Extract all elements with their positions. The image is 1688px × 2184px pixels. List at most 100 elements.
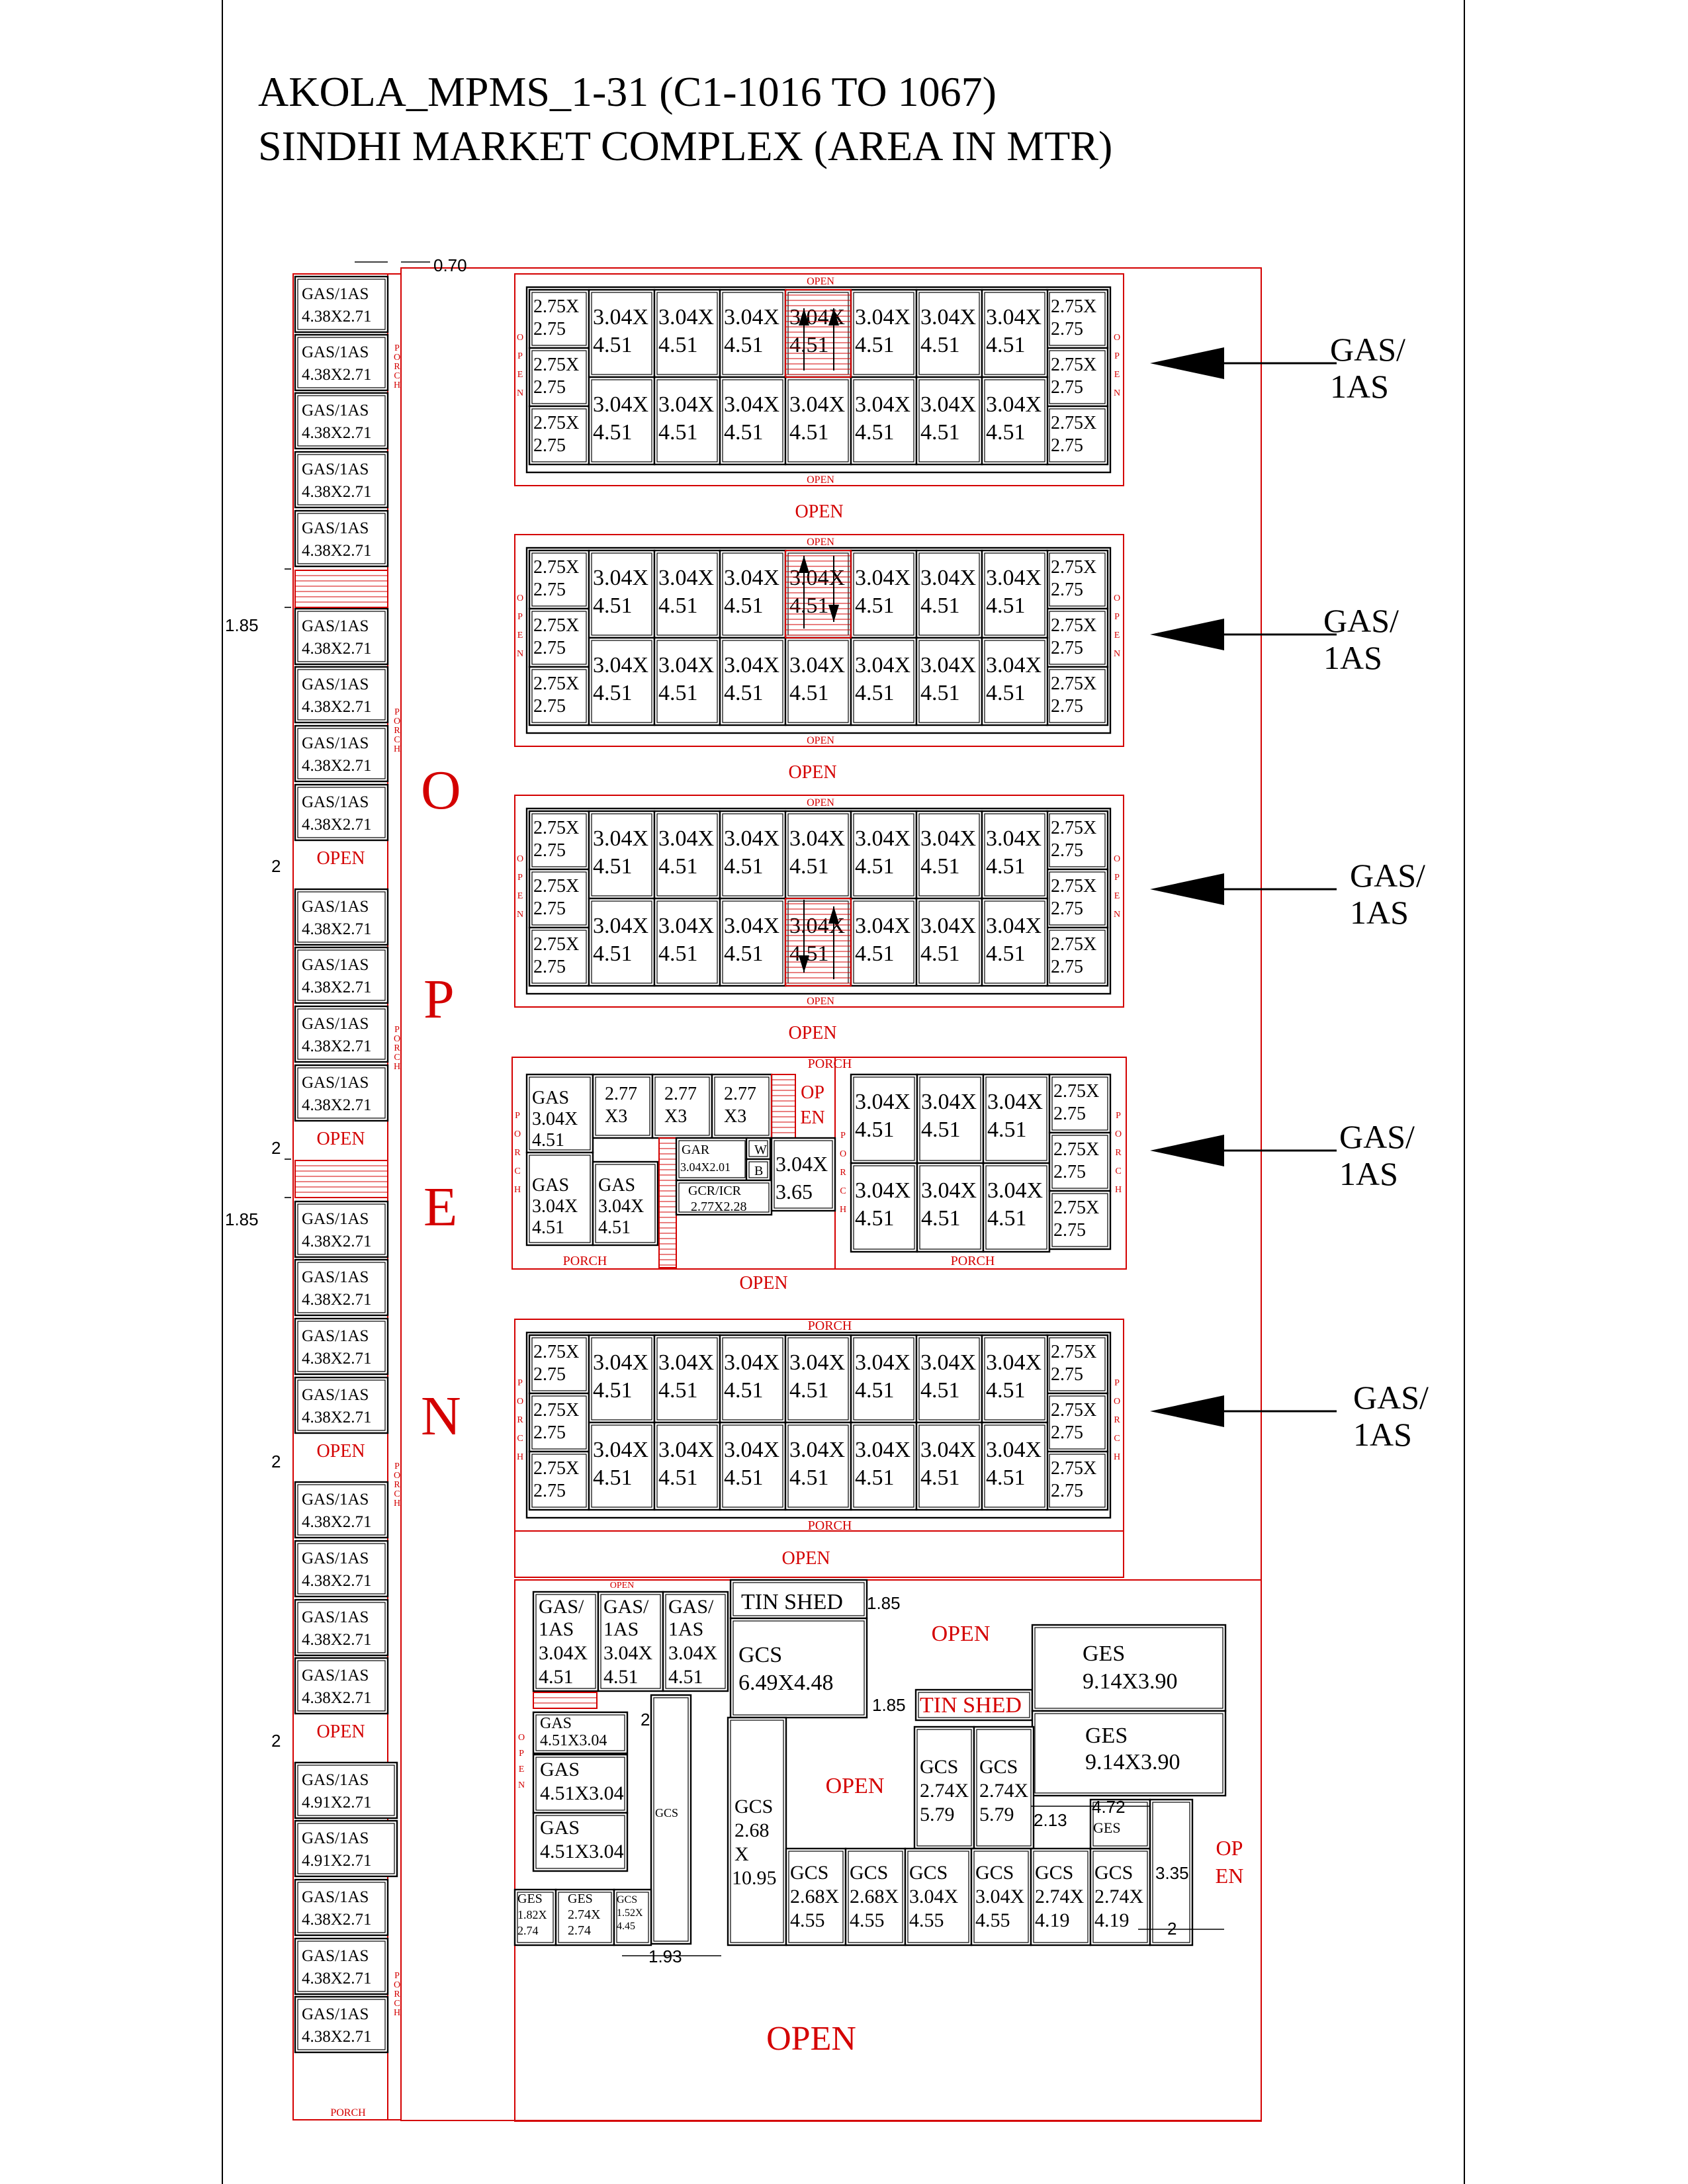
ges-cell [1031,1710,1227,1797]
open-vertical-letter: O [518,1733,525,1743]
porch-vertical-letter: R [394,1480,400,1490]
marker-arrowhead [1150,1135,1224,1166]
left-strip-outline [292,273,402,2120]
block-outline [514,534,1124,747]
porch-vertical-letter: H [1114,1452,1120,1462]
shop-block-3: 2.75X2.752.75X2.752.75X2.752.75X2.752.75… [514,795,1124,1008]
left-shop-dim: 4.38X2.71 [302,1970,372,1987]
shop-cell-inner [591,640,652,723]
left-shop-dim: 4.38X2.71 [302,1291,372,1309]
porch-vertical-letter: P [515,1111,520,1121]
gas-1as-line3: 3.04X [668,1642,718,1664]
b-label: B [754,1164,763,1178]
room-277-cell [592,1073,654,1139]
shop-dim-b: 2.75 [1053,1104,1086,1124]
left-shop-type: GAS/1AS [302,1888,369,1906]
left-shop-type: GAS/1AS [302,2005,369,2023]
shop-dim-b: 4.51 [658,1465,698,1490]
open-vertical-letter: O [517,593,523,603]
ges-dim-a: 1.82X [517,1908,547,1921]
open-vertical-letter: P [1114,612,1120,622]
porch-vertical-letter: O [514,1129,521,1139]
shop-304-cell [850,636,918,726]
shop-cell-inner [297,669,386,721]
shop-dim-b: 4.51 [855,420,895,445]
open-gap-label: OPEN [788,1023,836,1043]
shop-dim-b: 2.75 [1051,319,1083,339]
gcs-579-cell [913,1725,975,1850]
shop-dim-a: 3.04X [986,392,1042,417]
porch-vertical-letter: O [394,1034,400,1044]
shop-304-cell [784,636,852,726]
porch-vertical-letter: P [517,1378,523,1388]
shop-dim-b: 2.75 [1053,1220,1086,1241]
shop-304-cell [850,897,918,987]
shop-304-cell [982,1162,1051,1253]
tin-shed-red-label: TIN SHED [920,1693,1022,1718]
gas-1as-marker-bottom: 1AS [1353,1416,1412,1453]
open-vertical-letter: N [1114,649,1120,659]
ges-dim-a: 2.74X [568,1907,601,1922]
shop-cell-inner [984,1337,1045,1420]
shop-cell-inner [918,1692,1030,1718]
gcs-label: GCS [979,1756,1018,1778]
shop-cell-inner [1049,292,1106,346]
gcs-dim-c: 10.95 [732,1867,777,1889]
left-shop-cell [294,392,389,450]
left-shop-type: GAS/1AS [302,1771,369,1789]
gcr-label: GCR/ICR [688,1184,742,1198]
open-vertical-letter: N [1114,910,1120,920]
op-label: OP [1216,1836,1243,1860]
shop-cell-inner [656,552,718,636]
stair-arrowhead [799,556,809,573]
open-vertical-letter: P [1114,351,1120,361]
gas-1as-marker-bottom: 1AS [1323,639,1382,676]
left-shop-cell [294,1258,389,1317]
stair-arrowhead [828,605,839,622]
shop-dim-a: 3.04X [724,826,779,851]
shop-cell-inner [678,1182,770,1213]
shop-cell-inner [853,1165,915,1250]
shop-304-cell [588,897,656,987]
shop-dim-b: 2.75 [533,957,566,977]
block4-porch-right: PORCH [951,1254,995,1268]
shop-cell-inner [297,1203,386,1255]
shop-275-cell [1045,1450,1109,1511]
left-shop-dim: 4.38X2.71 [302,757,372,775]
shop-dim-a: 2.75X [533,355,579,375]
ges-label: GES [1093,1819,1121,1836]
ges-label: GES [1085,1724,1128,1748]
staircase [294,570,388,608]
shop-dim-b: 4.51 [920,681,960,705]
shop-304-cell [850,549,918,639]
shop-cell-inner [853,1337,914,1420]
gas-1as-marker-top: GAS/ [1330,331,1405,368]
shop-cell-inner [297,611,386,662]
shop-dim-b: 2.75 [533,319,566,339]
shop-dim-a: 3.04X [920,392,976,417]
shop-cell-inner [1034,1713,1223,1794]
stair-outline [294,1160,388,1198]
porch-vertical-letter: P [394,343,400,353]
gas-cell [525,1073,594,1154]
shop-cell-inner [558,1892,612,1943]
left-shop-dim: 4.38X2.71 [302,308,372,326]
shop-dim-a: 2.75X [1051,1458,1096,1479]
shop-dim-a: 3.04X [658,305,714,329]
left-shop-dim: 4.38X2.71 [302,483,372,501]
shop-cell-inner [976,1729,1032,1847]
gcs-big-cell [729,1617,868,1719]
marker-arrowhead [1150,619,1224,650]
shop-304-cell [981,549,1049,639]
shop-275-cell [1048,1190,1112,1250]
shop-cell-inner [722,552,783,636]
shop-dim-a: 3.04X [593,566,648,590]
block-bottom-open: OPEN [807,996,834,1007]
shop-cell-inner [297,1941,386,1992]
shop-dim-a: 3.04X [986,653,1042,677]
left-shop-type: GAS/1AS [302,460,369,478]
left-shop-type: GAS/1AS [302,676,369,693]
gas-1as-marker-top: GAS/ [1353,1379,1429,1416]
shop-dim-b: 4.51 [920,1465,960,1490]
gas-1as-line2: 1AS [603,1618,639,1640]
